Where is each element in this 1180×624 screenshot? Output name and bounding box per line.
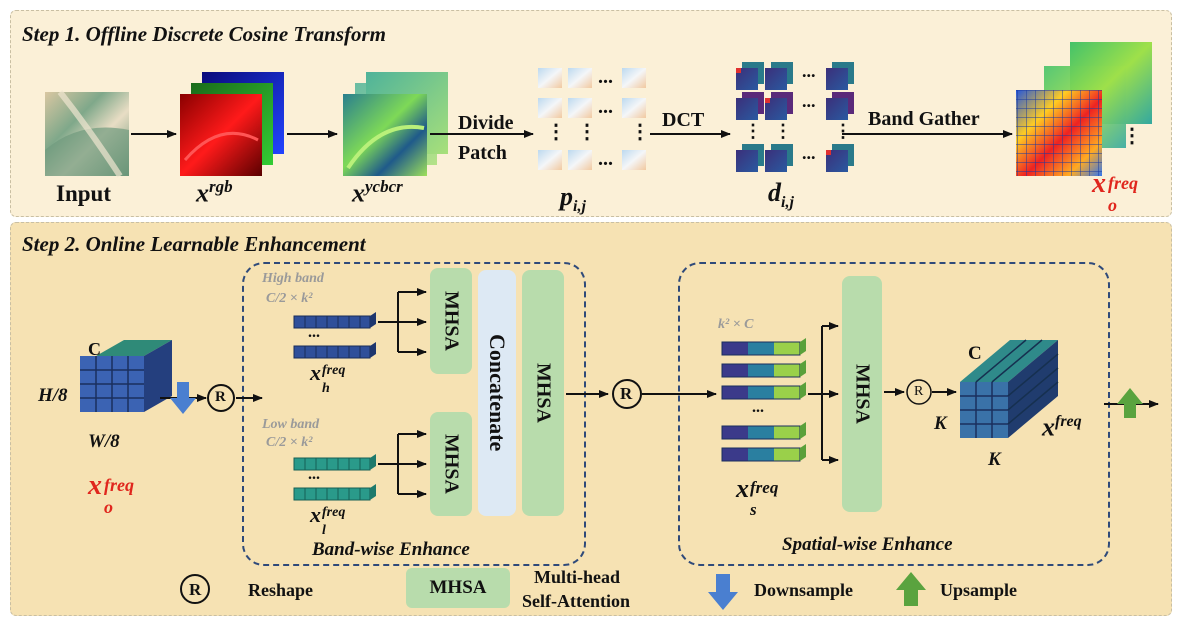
high-band-tokens [293,312,376,359]
upsample-arrow [1117,388,1143,418]
spatial-dim-label: k² × C [718,317,754,332]
spatial-tokens-ellipsis: ... [752,399,764,416]
step2-title: Step 2. Online Learnable Enhancement [22,232,366,256]
reshape-symbol-1 [207,384,235,412]
dct-col1-vellipsis: ⋮ [744,121,762,141]
ycbcr-stack [343,72,448,176]
high-fork-arrows [378,288,427,356]
patch-row2-ellipsis: ... [598,96,613,118]
band-wise-box [242,262,586,566]
band-gather-label: Band Gather [868,108,980,130]
high-band-label: High band [262,271,324,286]
spatial-tokens [721,338,806,462]
freq-map-vellipsis: ⋮ [1122,125,1142,147]
dct-col3-vellipsis: ⋮ [834,121,852,141]
dct-col2-vellipsis: ⋮ [774,121,792,141]
band-wise-label: Band-wise Enhance [312,539,470,560]
legend-mhsa-box: MHSA [406,568,510,608]
mhsa-low-label: MHSA [440,434,463,494]
xycbcr-label: xycbcr [352,177,403,208]
downsample-arrow [170,382,196,414]
spatial-wise-label: Spatial-wise Enhance [782,534,953,555]
divide-label: Divide [458,112,514,134]
reshape-3-letter: R [914,384,924,399]
reshape-symbol-3 [906,379,932,405]
spatial-wise-box [678,262,1110,566]
low-band-tokens [293,454,376,501]
legend-reshape-icon [180,574,210,604]
low-tokens-ellipsis: ... [308,466,320,483]
step1-title: Step 1. Offline Discrete Cosine Transfor… [22,22,387,46]
mhsa-high-block: MHSA [430,268,472,374]
input-label: Input [56,181,111,206]
legend-mhsa-desc-2: Self-Attention [522,591,630,611]
patch-col1-vellipsis: ⋮ [546,121,566,143]
reshape-1-letter: R [215,389,226,405]
low-fork-arrows [378,430,427,498]
mhsa-spatial-label: MHSA [851,364,874,424]
dct-row2-ellipsis: ... [802,91,816,111]
legend-upsample-label: Upsample [940,580,1018,600]
mhsa-spatial-block: MHSA [842,276,882,512]
input-freq-cube [80,340,172,412]
legend-upsample-icon [896,572,926,606]
high-tokens-ellipsis: ... [308,324,320,341]
concatenate-label: Concatenate [485,334,510,452]
patch-col2-vellipsis: ⋮ [577,121,597,143]
input-image [45,90,129,178]
out-k2-label: K [988,449,1001,470]
high-band-dim: C/2 × k² [266,291,313,306]
out-c-label: C [968,343,982,364]
reshape-symbol-2 [612,379,642,409]
freq-maps [1016,42,1152,176]
legend-downsample-label: Downsample [754,580,854,600]
patch-row1-ellipsis: ... [598,66,613,88]
patch-row3-ellipsis: ... [598,148,613,170]
low-band-label: Low band [262,417,320,432]
spatial-fork-arrows [808,322,839,464]
legend-reshape-label: Reshape [248,580,314,600]
mhsa-high-label: MHSA [440,291,463,351]
dim-c-label: C [88,339,101,359]
mhsa-band-block: MHSA [522,270,564,516]
dct-row3-ellipsis: ... [802,143,816,163]
dct-row1-ellipsis: ... [802,61,816,81]
xfreq-out-label: xfreq [1042,412,1082,442]
legend-downsample-icon [708,574,738,610]
d-ij-label: di,j [768,178,794,212]
patch-col3-vellipsis: ⋮ [630,121,650,143]
legend-mhsa-desc-1: Multi-head [534,567,621,587]
patch-label: Patch [458,142,507,164]
output-freq-cube [960,339,1059,438]
dct-label: DCT [662,109,705,131]
concatenate-block: Concatenate [478,270,516,516]
xrgb-label: xrgb [196,177,233,208]
dct-grid [736,62,854,172]
legend-reshape-letter: R [189,580,202,599]
mhsa-low-block: MHSA [430,412,472,516]
low-band-dim: C/2 × k² [266,435,313,450]
reshape-2-letter: R [620,384,633,403]
p-ij-label: pi,j [560,182,586,216]
rgb-stack [180,72,284,176]
dim-h8-label: H/8 [38,385,68,406]
patch-grid [538,68,646,170]
mhsa-band-label: MHSA [532,363,555,423]
dim-w8-label: W/8 [88,431,120,452]
out-k1-label: K [934,413,947,434]
